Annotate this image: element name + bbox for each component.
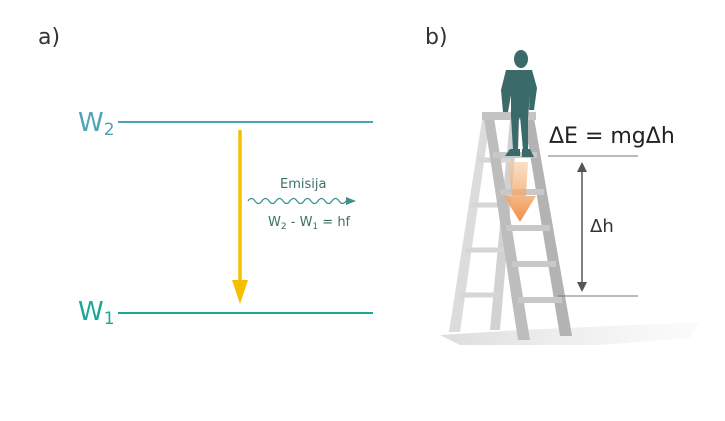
fall-arrow-shape [504,162,536,222]
person-right-foot [522,149,534,157]
emission-photon: Emisija W2 - W1 = hf [247,177,356,232]
emission-equation: W2 - W1 = hf [268,215,351,232]
photon-arrowhead [346,197,356,205]
transition-arrow-head [232,280,248,304]
photon-wave [247,197,347,205]
person-right-leg [520,116,528,150]
emission-label: Emisija [280,177,326,192]
person-head [514,50,528,68]
upper-level-label: W2 [78,108,115,140]
person-silhouette [501,50,537,157]
transition-arrow [232,130,248,304]
upper-energy-level: W2 [78,108,373,140]
height-arrow [577,162,587,292]
person-torso [501,70,537,118]
lower-energy-level: W1 [78,297,373,329]
panel-b: b) [425,25,700,345]
person-left-foot [505,149,520,156]
energy-equation: ΔE = mgΔh [549,124,675,149]
height-arrow-top [577,162,587,172]
panel-a-label: a) [38,25,60,50]
fall-arrow [504,162,536,222]
lower-level-label: W1 [78,297,115,329]
height-arrow-bottom [577,282,587,292]
panel-a: a) W2 W1 Emisija W2 - W1 = hf [38,25,373,329]
panel-b-label: b) [425,25,448,50]
person-left-leg [511,116,519,150]
height-label: Δh [590,216,614,237]
